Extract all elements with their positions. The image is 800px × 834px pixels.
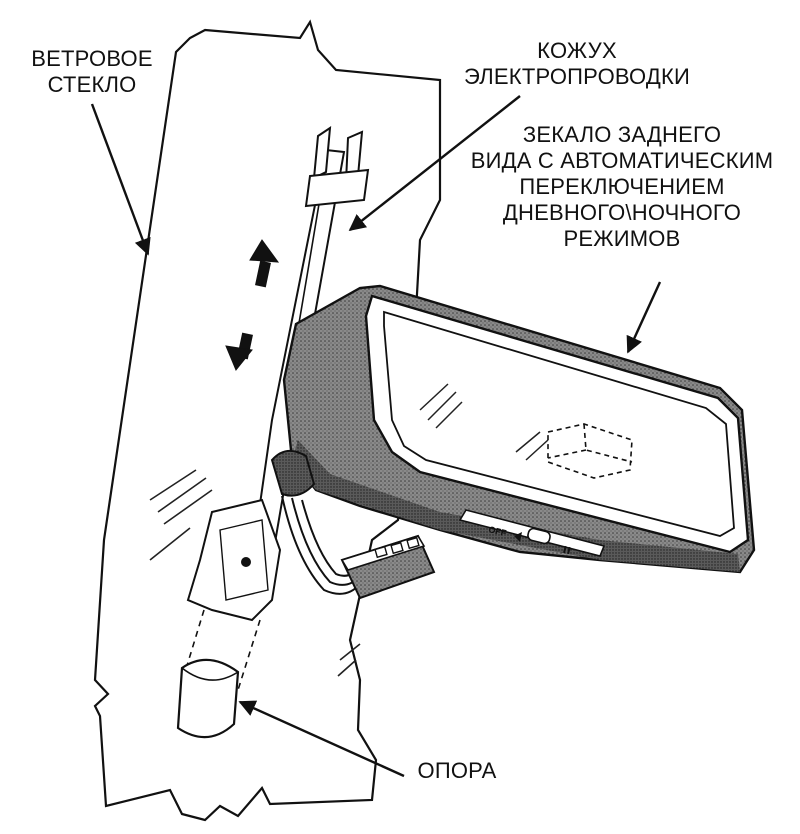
wiring-harness xyxy=(281,495,436,600)
windshield-leader xyxy=(90,103,151,256)
cover-top-plug xyxy=(304,126,370,208)
rear-view-mirror: OFF xyxy=(270,284,756,574)
glass-glare-marks xyxy=(149,469,361,677)
wire-connector xyxy=(340,534,436,600)
switch-off-label: OFF xyxy=(488,524,508,538)
arrow-down-icon xyxy=(225,332,253,371)
hidden-sensor-outline xyxy=(547,423,633,479)
mirror-label: ЗЕКАЛО ЗАДНЕГО ВИДА С АВТОМАТИЧЕСКИМ ПЕР… xyxy=(470,122,774,251)
day-night-switch: OFF xyxy=(458,509,606,557)
callout-leaders xyxy=(90,95,662,778)
mirror-glare-marks xyxy=(419,383,549,461)
support-label: ОПОРА xyxy=(417,758,497,783)
mirror-leader xyxy=(626,281,662,354)
wiring-cover-label: КОЖУХ ЭЛЕКТРОПРОВОДКИ xyxy=(464,38,690,89)
wiring-leader xyxy=(348,95,521,232)
slide-direction-arrows xyxy=(225,239,280,371)
windshield-label: ВЕТРОВОЕ СТЕКЛО xyxy=(31,46,153,97)
support-button xyxy=(176,609,261,739)
cover-clip xyxy=(186,498,282,622)
arrow-up-icon xyxy=(249,239,280,288)
support-leader xyxy=(238,700,405,778)
